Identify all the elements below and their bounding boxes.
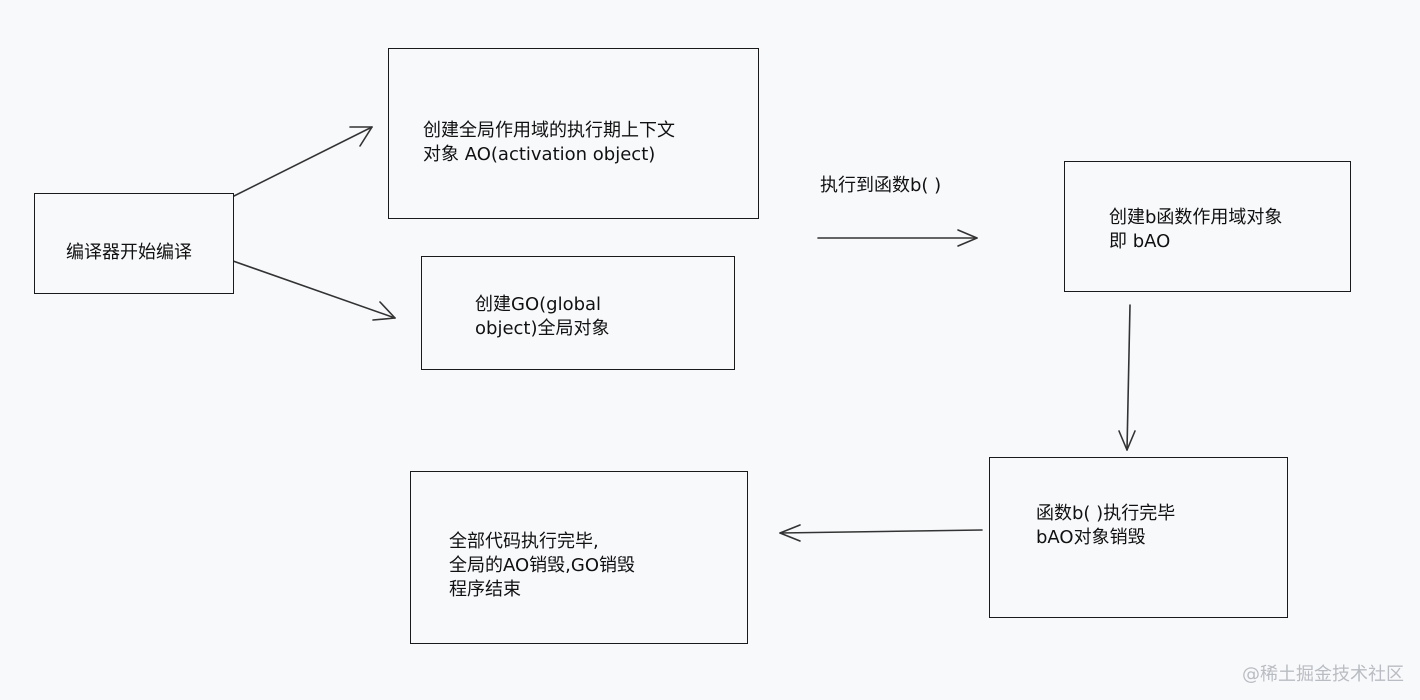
watermark: @稀土掘金技术社区	[1242, 664, 1404, 685]
node-create-go: 创建GO(global object)全局对象	[421, 256, 735, 370]
arrow-bao-to-bfinished	[1126, 304, 1131, 451]
node-program-end-line-2: 全局的AO销毁,GO销毁	[449, 555, 636, 576]
node-b-finished-line-2: bAO对象销毁	[1036, 527, 1146, 548]
node-create-go-line-1: 创建GO(global	[475, 294, 602, 315]
node-compile-start-line-1: 编译器开始编译	[66, 242, 192, 263]
node-program-end-line-1: 全部代码执行完毕,	[449, 531, 599, 552]
edge-label-execute-b: 执行到函数b( )	[820, 175, 942, 196]
node-create-ao-line-2: 对象 AO(activation object)	[423, 144, 656, 165]
arrow-bao-to-bfinished-head	[1118, 430, 1136, 451]
arrow-compile-to-go	[215, 254, 396, 319]
node-b-finished-line-1: 函数b( )执行完毕	[1036, 503, 1176, 524]
arrow-bfinished-to-end	[779, 529, 983, 534]
node-create-bao: 创建b函数作用域对象 即 bAO	[1064, 161, 1351, 292]
arrow-bfinished-to-end-head	[779, 524, 801, 542]
arrow-compile-to-ao-head	[349, 126, 373, 147]
arrow-compile-to-go-head	[372, 301, 396, 321]
node-create-ao-line-1: 创建全局作用域的执行期上下文	[423, 120, 675, 141]
node-create-bao-line-2: 即 bAO	[1109, 231, 1171, 252]
node-compile-start: 编译器开始编译	[34, 193, 234, 294]
node-b-finished: 函数b( )执行完毕 bAO对象销毁	[989, 457, 1288, 618]
node-program-end: 全部代码执行完毕, 全局的AO销毁,GO销毁 程序结束	[410, 471, 748, 644]
node-program-end-line-3: 程序结束	[449, 579, 521, 600]
arrow-ao-to-bao-head	[957, 229, 978, 247]
node-create-bao-line-1: 创建b函数作用域对象	[1109, 207, 1283, 228]
node-create-go-line-2: object)全局对象	[475, 318, 610, 339]
node-create-ao: 创建全局作用域的执行期上下文 对象 AO(activation object)	[388, 48, 759, 219]
